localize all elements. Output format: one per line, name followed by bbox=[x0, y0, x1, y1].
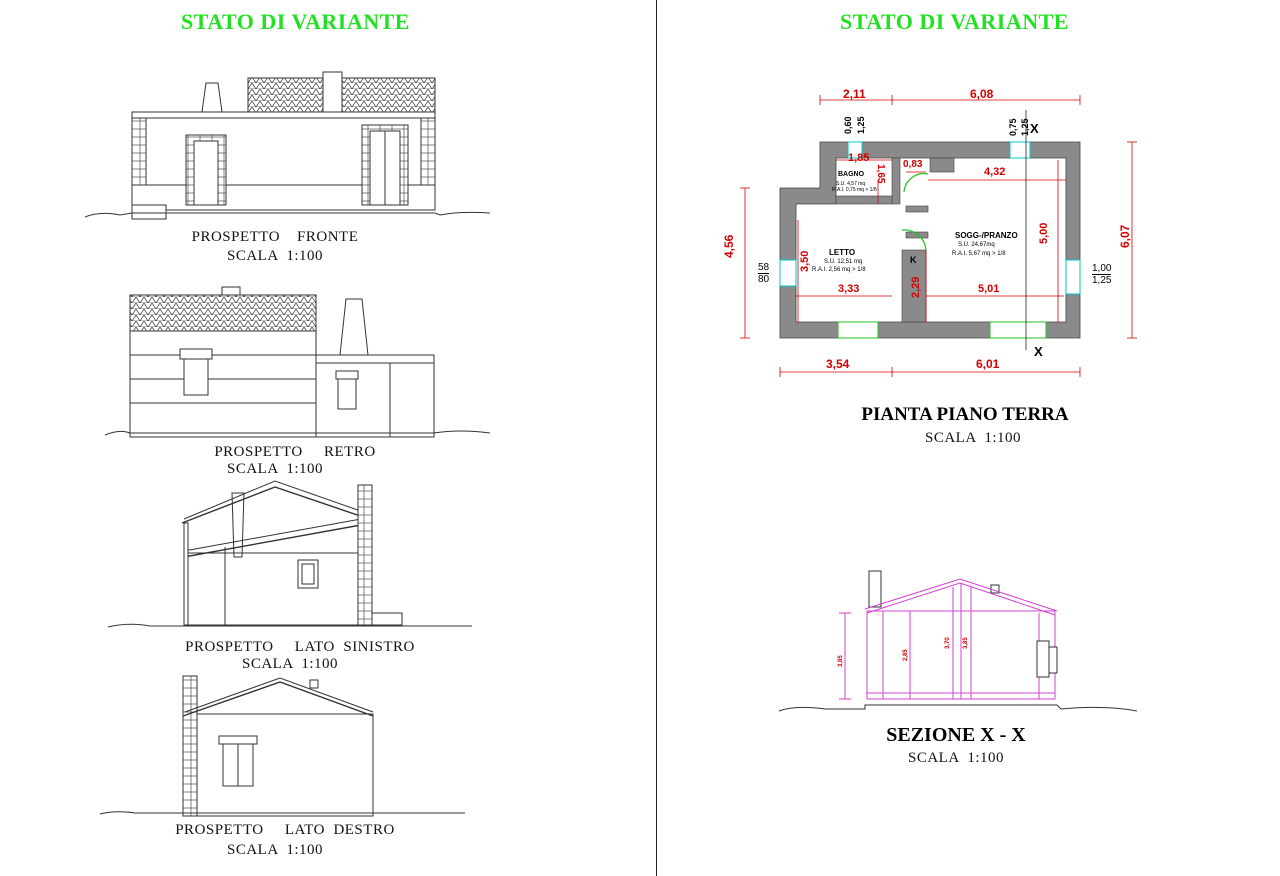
plan-window-top-left-a: 0,60 bbox=[843, 116, 853, 134]
section-dim-total: 3,85 bbox=[838, 655, 844, 667]
sheet-divider bbox=[656, 0, 657, 876]
room-sogg-rai: R.A.I. 5,67 mq > 1/8 bbox=[952, 251, 1006, 257]
section-dim-ridge-b: 3,85 bbox=[963, 637, 969, 649]
front-elevation-title: PROSPETTO FRONTE bbox=[191, 229, 359, 245]
plan-window-left-a: 58 bbox=[758, 262, 770, 273]
room-letto-name: LETTO bbox=[829, 248, 856, 257]
section-x-x bbox=[778, 570, 1138, 712]
right-sheet-heading: STATO DI VARIANTE bbox=[840, 9, 1069, 34]
plan-dim-sogg-height: 5,00 bbox=[1038, 222, 1050, 244]
rear-elevation-title: PROSPETTO RETRO bbox=[214, 444, 376, 460]
plan-dim-bottom-left: 3,54 bbox=[826, 357, 850, 371]
room-sogg-name: SOGG-/PRANZO bbox=[955, 231, 1018, 240]
plan-dim-hall-width: 0,83 bbox=[903, 159, 923, 170]
plan-dim-left-height: 4,56 bbox=[722, 234, 736, 258]
rear-elevation-scale: SCALA 1:100 bbox=[226, 461, 323, 477]
room-bagno-area: S.U. 4,57 mq bbox=[836, 181, 866, 187]
plan-dim-top-left: 2,11 bbox=[843, 87, 866, 101]
ground-floor-plan bbox=[740, 95, 1137, 377]
left-sheet-heading: STATO DI VARIANTE bbox=[181, 9, 410, 34]
section-scale: SCALA 1:100 bbox=[907, 750, 1004, 766]
section-dim-ridge-a: 3,70 bbox=[945, 637, 951, 649]
plan-dim-bagno-height: 1,65 bbox=[875, 164, 886, 184]
plan-dim-letto-height: 3,50 bbox=[799, 250, 811, 272]
right-side-elevation bbox=[99, 675, 465, 817]
plan-title: PIANTA PIANO TERRA bbox=[861, 404, 1069, 425]
left-side-elevation-scale: SCALA 1:100 bbox=[241, 656, 338, 672]
front-elevation-scale: SCALA 1:100 bbox=[226, 248, 323, 264]
plan-dim-lower-width: 5,01 bbox=[978, 283, 1000, 295]
left-side-elevation bbox=[107, 480, 472, 628]
plan-window-top-right-b: 1,25 bbox=[1020, 118, 1030, 136]
plan-dim-top-right: 6,08 bbox=[970, 87, 994, 101]
room-letto-rai: R.A.I. 2,56 mq > 1/8 bbox=[812, 267, 866, 273]
plan-section-mark-bottom: X bbox=[1034, 344, 1043, 359]
plan-section-mark-top: X bbox=[1030, 121, 1039, 136]
room-bagno-rai: R.A.I. 0,75 mq > 1/8 bbox=[832, 187, 877, 193]
plan-window-top-left-b: 1,25 bbox=[856, 116, 866, 134]
room-sogg-area: S.U. 24,67mq bbox=[958, 242, 995, 248]
plan-window-right-b: 1,25 bbox=[1092, 274, 1112, 286]
plan-dim-bagno-width: 1,85 bbox=[848, 152, 870, 164]
plan-corridor-mark: K bbox=[910, 255, 917, 265]
plan-scale: SCALA 1:100 bbox=[924, 430, 1021, 446]
front-elevation bbox=[84, 71, 491, 220]
right-side-elevation-title: PROSPETTO LATO DESTRO bbox=[175, 822, 395, 838]
plan-dim-right-height: 6,07 bbox=[1118, 224, 1132, 248]
section-title: SEZIONE X - X bbox=[886, 724, 1026, 746]
plan-dim-bottom-right: 6,01 bbox=[976, 357, 1000, 371]
section-dim-inner-left: 2,85 bbox=[903, 649, 909, 661]
plan-window-top-right-a: 0,75 bbox=[1008, 118, 1018, 136]
right-side-elevation-scale: SCALA 1:100 bbox=[226, 842, 323, 858]
room-letto-area: S.U. 12,51 mq bbox=[824, 259, 863, 265]
room-bagno-name: BAGNO bbox=[838, 171, 865, 178]
plan-window-left-b: 80 bbox=[758, 273, 770, 285]
rear-elevation bbox=[104, 286, 491, 438]
plan-dim-corridor-height: 2,29 bbox=[910, 276, 922, 298]
left-side-elevation-title: PROSPETTO LATO SINISTRO bbox=[185, 639, 415, 655]
plan-dim-sogg-width: 4,32 bbox=[984, 166, 1006, 178]
plan-window-right-a: 1,00 bbox=[1092, 263, 1112, 274]
plan-dim-letto-width: 3,33 bbox=[838, 283, 860, 295]
